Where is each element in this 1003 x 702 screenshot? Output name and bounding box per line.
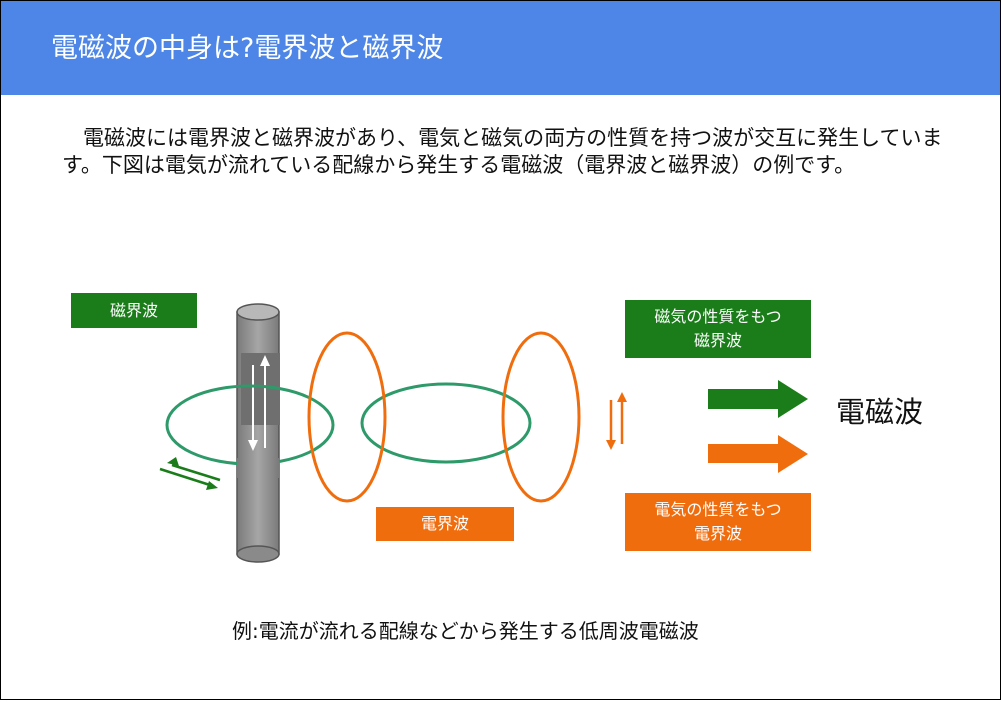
magnetic-rings bbox=[165, 382, 532, 466]
magnetic-property-line1: 磁気の性質をもつ bbox=[654, 307, 782, 326]
wire bbox=[236, 303, 280, 563]
wire-front bbox=[237, 458, 279, 478]
electric-rings bbox=[307, 331, 581, 503]
current-arrows bbox=[248, 355, 270, 451]
electric-property-line2: 電界波 bbox=[693, 524, 742, 543]
electric-property-line1: 電気の性質をもつ bbox=[654, 500, 782, 519]
em-wave-label: 電磁波 bbox=[836, 395, 924, 429]
header-bar: 電磁波の中身は?電界波と磁界波 bbox=[1, 1, 1000, 95]
diagram-caption: 例:電流が流れる配線などから発生する低周波電磁波 bbox=[232, 619, 699, 643]
intro-paragraph: 電磁波には電界波と磁界波があり、電気と磁気の両方の性質を持つ波が交互に発生してい… bbox=[62, 126, 943, 177]
page-title: 電磁波の中身は?電界波と磁界波 bbox=[51, 33, 444, 64]
electric-property-label: 電気の性質をもつ 電界波 bbox=[625, 493, 811, 551]
magnetic-property-label: 磁気の性質をもつ 磁界波 bbox=[625, 300, 811, 358]
electric-to-em-arrow bbox=[708, 435, 808, 473]
electric-oscillation-arrows bbox=[606, 392, 627, 450]
magnetic-to-em-arrow bbox=[708, 380, 808, 418]
electric-wave-label-text: 電界波 bbox=[420, 514, 469, 533]
magnetic-oscillation-arrows bbox=[159, 457, 221, 490]
magnetic-wave-label-text: 磁界波 bbox=[109, 300, 158, 320]
electric-wave-label: 電界波 bbox=[376, 507, 514, 541]
magnetic-wave-label: 磁界波 bbox=[71, 293, 197, 328]
magnetic-property-line2: 磁界波 bbox=[693, 331, 742, 350]
